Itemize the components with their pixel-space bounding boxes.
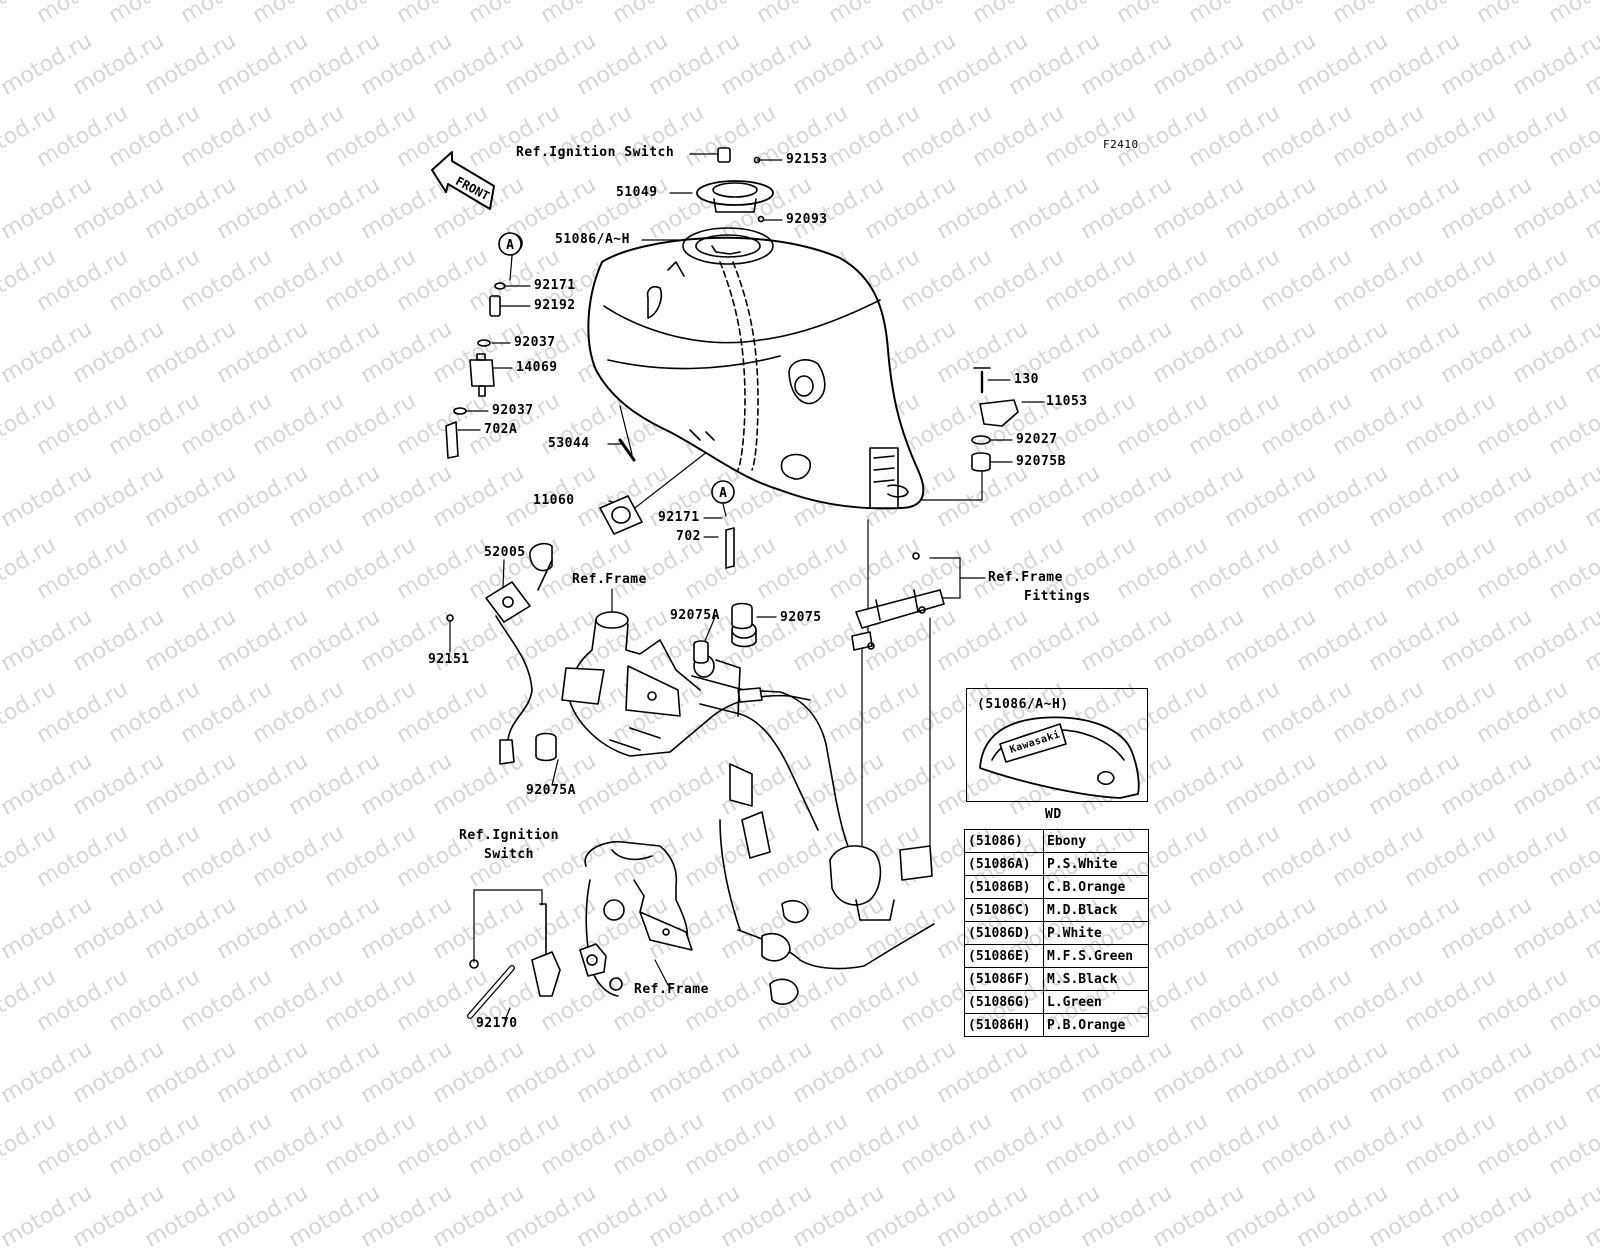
color-table-row: (51086H)P.B.Orange — [964, 1013, 1149, 1037]
label-92153: 92153 — [786, 152, 828, 167]
steering-stem — [467, 841, 693, 1019]
color-table-row: (51086B)C.B.Orange — [964, 875, 1149, 899]
inset-tank-drawing — [979, 716, 1140, 799]
color-table-row: (51086E)M.F.S.Green — [964, 944, 1149, 968]
label-702a: 702A — [484, 422, 518, 437]
inset-caption: WD — [1045, 807, 1062, 822]
label-702: 702 — [676, 529, 701, 544]
label-130: 130 — [1014, 372, 1039, 387]
diagram-code: F2410 — [1103, 138, 1139, 151]
color-table-color: M.F.S.Green — [1043, 944, 1149, 968]
tank-bracket — [973, 367, 1019, 427]
color-table-code: (51086C) — [964, 898, 1044, 922]
label-ref-frame-bottom: Ref.Frame — [634, 982, 709, 997]
color-table-color: M.D.Black — [1043, 898, 1149, 922]
reference-markers: A A — [498, 232, 735, 504]
label-92192: 92192 — [534, 298, 576, 313]
color-table-code: (51086F) — [964, 967, 1044, 991]
label-ref-ignition-switch-bottom-line1: Ref.Ignition — [459, 828, 559, 843]
color-table-color: C.B.Orange — [1043, 875, 1149, 899]
label-ref-ignition-switch-bottom-line2: Switch — [484, 847, 534, 862]
inset-tank-logo: Kawasaki — [1008, 729, 1062, 756]
label-92027: 92027 — [1016, 432, 1058, 447]
color-table-color: Ebony — [1043, 829, 1149, 853]
label-92151: 92151 — [428, 652, 470, 667]
label-92075a-bottom: 92075A — [526, 783, 576, 798]
color-table-color: P.B.Orange — [1043, 1013, 1149, 1037]
marker-a-center: A — [719, 486, 727, 501]
color-table-code: (51086A) — [964, 852, 1044, 876]
color-table-row: (51086F)M.S.Black — [964, 967, 1149, 991]
label-11060: 11060 — [533, 493, 575, 508]
color-table-code: (51086D) — [964, 921, 1044, 945]
color-table-color: M.S.Black — [1043, 967, 1149, 991]
rubber-dampers — [535, 435, 991, 762]
color-table-row: (51086C)M.D.Black — [964, 898, 1149, 922]
label-ref-frame-fittings-line2: Fittings — [1024, 589, 1091, 604]
label-ref-frame-fittings-line1: Ref.Frame — [988, 570, 1063, 585]
label-52005: 52005 — [484, 545, 526, 560]
label-92037-b: 92037 — [492, 403, 534, 418]
motorcycle-frame — [561, 552, 945, 1005]
label-ref-frame-center: Ref.Frame — [572, 572, 647, 587]
label-92075a-top: 92075A — [670, 608, 720, 623]
inset-box: (51086/A~H) Kawasaki — [966, 688, 1148, 802]
label-53044: 53044 — [548, 436, 590, 451]
exploded-view-drawing: FRONT — [431, 147, 1140, 1021]
label-51049: 51049 — [616, 185, 658, 200]
color-table-code: (51086) — [964, 829, 1044, 853]
color-table-code: (51086G) — [964, 990, 1044, 1014]
label-ref-ignition-switch-top: Ref.Ignition Switch — [516, 145, 675, 160]
color-table-row: (51086)Ebony — [964, 829, 1149, 853]
label-92171-center: 92171 — [658, 510, 700, 525]
front-arrow-icon: FRONT — [431, 151, 495, 210]
color-table-row: (51086G)L.Green — [964, 990, 1149, 1014]
fuel-pump — [446, 542, 553, 765]
label-92075b: 92075B — [1016, 454, 1066, 469]
color-table-row: (51086A)P.S.White — [964, 852, 1149, 876]
label-51086: 51086/A~H — [555, 232, 630, 247]
label-14069: 14069 — [516, 360, 558, 375]
label-92075: 92075 — [780, 610, 822, 625]
fuel-tank — [587, 227, 925, 510]
color-code-table: (51086)Ebony(51086A)P.S.White(51086B)C.B… — [964, 829, 1149, 1037]
fuel-cap — [696, 147, 774, 223]
label-92093: 92093 — [786, 212, 828, 227]
color-table-code: (51086E) — [964, 944, 1044, 968]
label-92170: 92170 — [476, 1016, 518, 1031]
color-table-color: P.White — [1043, 921, 1149, 945]
color-table-row: (51086D)P.White — [964, 921, 1149, 945]
color-table-color: L.Green — [1043, 990, 1149, 1014]
label-11053: 11053 — [1046, 394, 1088, 409]
color-table-code: (51086H) — [964, 1013, 1044, 1037]
color-table-code: (51086B) — [964, 875, 1044, 899]
color-table-color: P.S.White — [1043, 852, 1149, 876]
marker-a-left: A — [506, 238, 514, 253]
inset-title: (51086/A~H) — [977, 697, 1069, 712]
label-92171-left: 92171 — [534, 278, 576, 293]
label-92037-a: 92037 — [514, 335, 556, 350]
